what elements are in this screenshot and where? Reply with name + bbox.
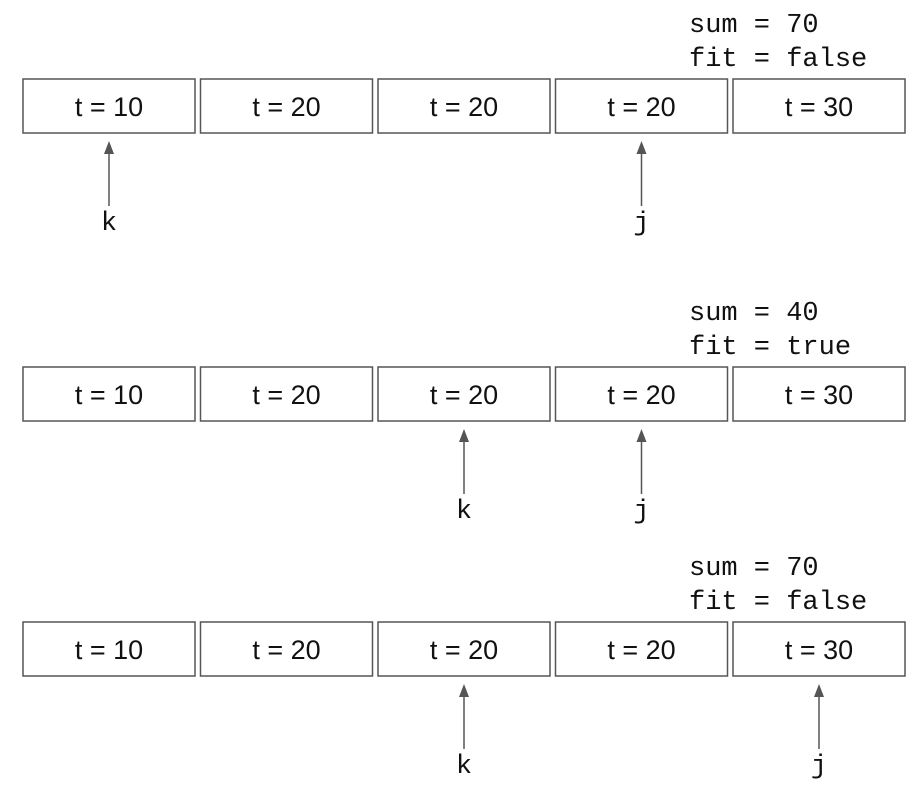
fit-label: fit = false	[689, 588, 867, 618]
array-cell-label: t = 10	[75, 380, 143, 410]
up-arrow-icon	[636, 141, 647, 154]
up-arrow-icon	[459, 429, 469, 442]
array-cell-label: t = 20	[607, 635, 675, 665]
pointer-k: k	[456, 684, 472, 782]
up-arrow-icon	[104, 141, 114, 154]
pointer-label: k	[456, 497, 472, 527]
array-cell-box	[554, 366, 729, 422]
array-cell-box	[554, 78, 729, 134]
array-cell-label: t = 20	[430, 380, 498, 410]
array-cell-box	[732, 621, 906, 677]
pointer-j: j	[633, 141, 650, 239]
array-cell: t = 10	[22, 366, 196, 422]
array-cell: t = 30	[732, 621, 906, 677]
array-cell-box	[377, 78, 551, 134]
array-cell: t = 30	[732, 366, 906, 422]
array-cell: t = 30	[732, 78, 906, 134]
array-cell: t = 10	[22, 78, 196, 134]
array-cell-box	[199, 621, 374, 677]
pointer-j: j	[811, 684, 827, 782]
array-cell-box	[377, 366, 551, 422]
array-cell-box	[199, 78, 374, 134]
array-cell-box	[732, 78, 906, 134]
array-cell: t = 20	[554, 621, 729, 677]
array-cell-label: t = 20	[607, 380, 675, 410]
sum-label: sum = 70	[689, 11, 819, 41]
pointer-label: j	[811, 752, 827, 782]
array-cell-box	[732, 366, 906, 422]
array-cell-label: t = 30	[785, 92, 853, 122]
pointer-label: k	[456, 752, 472, 782]
array-cell-label: t = 30	[785, 635, 853, 665]
array-cell-label: t = 10	[75, 635, 143, 665]
array-cell-box	[22, 78, 196, 134]
array-cell-label: t = 20	[252, 635, 320, 665]
array-cell-label: t = 10	[75, 92, 143, 122]
array-cell: t = 20	[199, 78, 374, 134]
array-cell-label: t = 20	[252, 92, 320, 122]
array-cell: t = 20	[377, 78, 551, 134]
array-cell: t = 10	[22, 621, 196, 677]
up-arrow-icon	[814, 684, 824, 697]
pointer-label: k	[101, 209, 117, 239]
array-cell: t = 20	[554, 366, 729, 422]
pointer-k: k	[456, 429, 472, 527]
fit-label: fit = false	[689, 45, 867, 75]
diagram-row-2: sum = 40 fit = true t = 10 t = 20 t = 20 t = …	[22, 299, 906, 527]
array-cell-label: t = 20	[252, 380, 320, 410]
array-cell: t = 20	[377, 621, 551, 677]
pointer-j: j	[633, 429, 650, 527]
array-cell-label: t = 30	[785, 380, 853, 410]
array-cell: t = 20	[199, 621, 374, 677]
array-cell-box	[554, 621, 729, 677]
array-cell-box	[377, 621, 551, 677]
up-arrow-icon	[459, 684, 469, 697]
sum-label: sum = 40	[689, 299, 819, 329]
array-cell-box	[199, 366, 374, 422]
array-cell-label: t = 20	[607, 92, 675, 122]
array-cell: t = 20	[199, 366, 374, 422]
up-arrow-icon	[636, 429, 647, 442]
fit-label: fit = true	[689, 333, 851, 363]
pointer-k: k	[101, 141, 117, 239]
diagram-row-3: sum = 70 fit = false t = 10 t = 20 t = 20 t =…	[22, 554, 906, 782]
pointer-label: j	[633, 209, 649, 239]
array-cell-box	[22, 621, 196, 677]
diagram-row-1: sum = 70 fit = false t = 10 t = 20 t = 20 t =…	[22, 11, 906, 239]
array-cell: t = 20	[377, 366, 551, 422]
array-cell: t = 20	[554, 78, 729, 134]
array-cell-label: t = 20	[430, 635, 498, 665]
array-cell-label: t = 20	[430, 92, 498, 122]
pointer-label: j	[633, 497, 649, 527]
array-cell-box	[22, 366, 196, 422]
sum-label: sum = 70	[689, 554, 819, 584]
